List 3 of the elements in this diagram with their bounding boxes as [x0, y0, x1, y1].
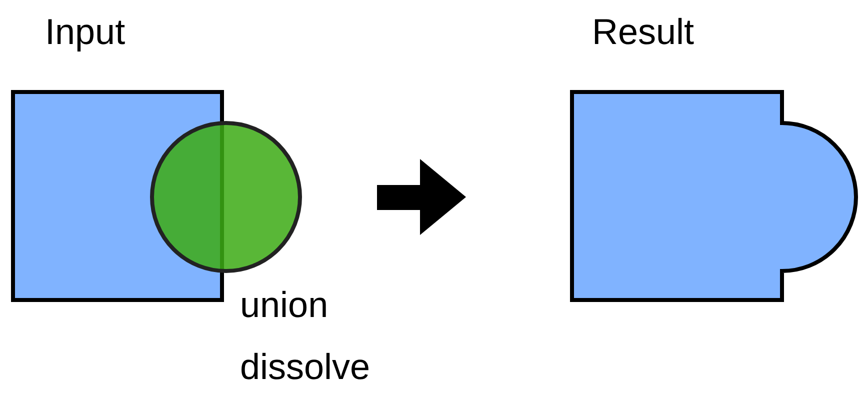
operation-label: union dissolve — [240, 283, 372, 389]
heading: Result — [592, 14, 694, 50]
heading: Input — [45, 14, 126, 50]
